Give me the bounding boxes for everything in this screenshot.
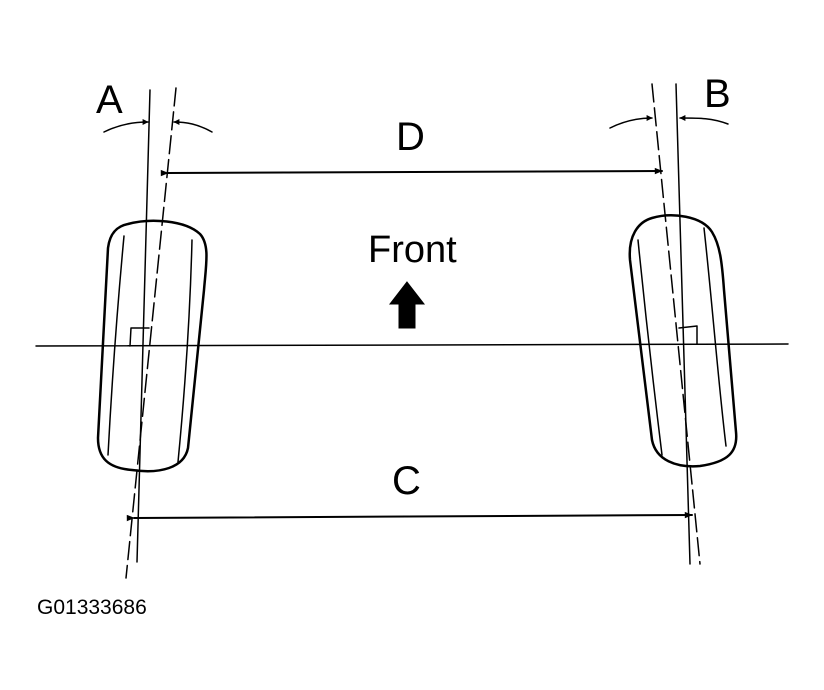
dimension-d-line [160, 167, 663, 177]
right-wheel [628, 214, 738, 468]
angle-b-arrow [679, 115, 729, 125]
left-right-angle-marker [129, 327, 150, 347]
right-wheel-centerline [651, 83, 701, 565]
right-vertical-reference-line [675, 83, 691, 565]
left-wheel-centerline [125, 87, 177, 579]
label-a: A [96, 78, 123, 122]
angle-a-arrow [173, 119, 213, 133]
label-c: C [392, 459, 421, 503]
figure-code: G01333686 [37, 596, 147, 619]
dimension-c-line [126, 511, 693, 522]
label-b: B [704, 72, 731, 116]
angle-a-arrow [103, 119, 149, 133]
axle-centerline [35, 343, 789, 347]
angle-b-arrow [609, 115, 653, 129]
right-right-angle-marker [678, 325, 698, 345]
left-wheel [96, 219, 208, 473]
label-d: D [396, 115, 425, 159]
front-arrow-icon [388, 281, 426, 329]
label-front: Front [368, 229, 457, 271]
left-vertical-reference-line [136, 89, 151, 563]
